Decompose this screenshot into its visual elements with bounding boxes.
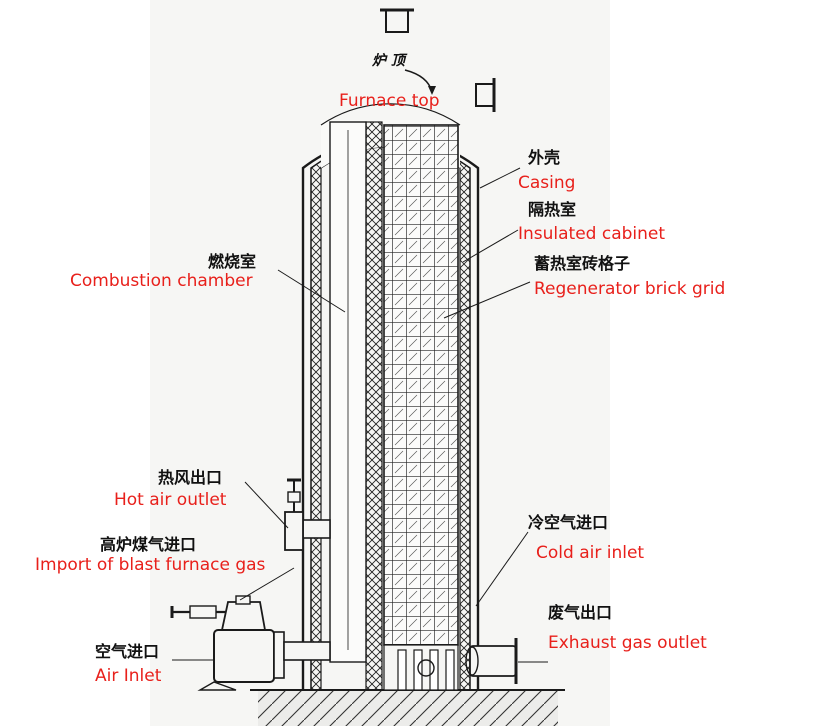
side-nozzle: [475, 83, 495, 107]
combustion-chamber-label: Combustion chamber: [70, 271, 253, 291]
gas-inlet-assembly: [170, 595, 331, 691]
casing-label: Casing: [518, 173, 576, 193]
exhaust-outlet-pipe: [465, 638, 518, 684]
combustion-wall: [365, 121, 383, 691]
cold-air-inlet-label: Cold air inlet: [536, 543, 645, 563]
brick-grid-label-cn: 蓄热室砖格子: [534, 254, 631, 273]
regenerator-brick-grid: [383, 124, 459, 646]
exhaust-gas-outlet-label: Exhaust gas outlet: [548, 633, 707, 653]
hot-air-outlet-label-cn: 热风出口: [158, 468, 223, 487]
furnace-top-label: Furnace top: [339, 91, 440, 111]
furnace-top-label-cn: 炉 顶: [372, 53, 405, 69]
exhaust-gas-outlet-label-cn: 废气出口: [548, 603, 613, 622]
hot-air-outlet-pipe: [284, 478, 331, 551]
blast-furnace-gas-label: Import of blast furnace gas: [35, 555, 266, 575]
cold-air-inlet-label-cn: 冷空气进口: [528, 513, 609, 532]
air-inlet-label: Air Inlet: [95, 666, 162, 686]
foundation: [258, 690, 558, 726]
blast-furnace-gas-label-cn: 高炉煤气进口: [100, 535, 197, 554]
combustion-chamber-label-cn: 燃烧室: [208, 252, 257, 271]
brick-grid-label: Regenerator brick grid: [534, 279, 726, 299]
top-nozzle: [385, 9, 409, 33]
insulated-cabinet-label: Insulated cabinet: [518, 224, 666, 244]
hot-air-outlet-label: Hot air outlet: [114, 490, 227, 510]
insulated-cabinet-label-cn: 隔热室: [528, 200, 577, 219]
air-inlet-label-cn: 空气进口: [95, 642, 160, 661]
casing-label-cn: 外壳: [528, 148, 561, 167]
